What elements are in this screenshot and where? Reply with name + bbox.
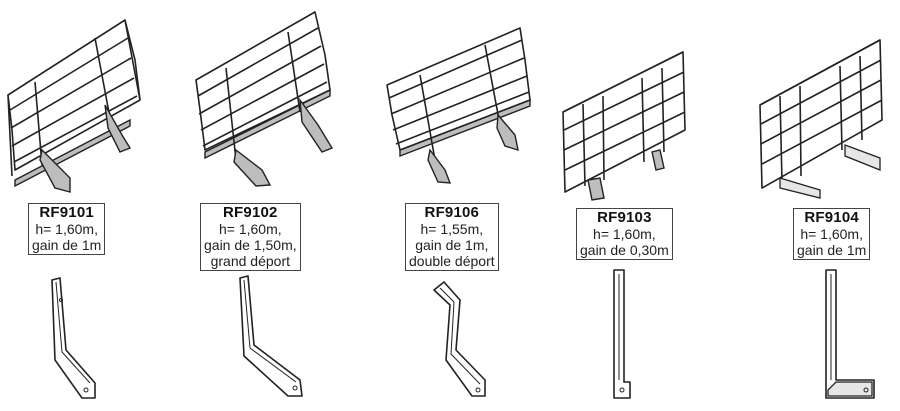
product-spec-line: h= 1,60m, [800,226,863,242]
product-spec-line: h= 1,55m, [420,221,484,237]
product-spec-line: double déport [409,253,495,269]
product-spec-line: gain de 0,30m [580,242,669,258]
bracket-rf9104 [825,269,875,399]
label-rf9102: RF9102 h= 1,60m, gain de 1,50m, grand dé… [200,203,301,271]
product-code: RF9103 [597,209,652,226]
bracket-rf9101 [51,277,96,399]
grille-rf9104 [759,39,883,199]
grille-rf9102 [195,11,334,187]
product-spec-line: h= 1,60m, [218,221,282,237]
bracket-rf9106 [433,281,486,397]
grille-rf9106 [386,27,531,184]
label-rf9101: RF9101 h= 1,60m, gain de 1m [28,203,106,255]
label-rf9103: RF9103 h= 1,60m, gain de 0,30m [576,208,673,260]
product-spec-line: gain de 1m, [415,237,489,253]
product-spec-line: gain de 1m [797,242,867,258]
product-code: RF9102 [223,204,278,221]
product-spec-line: grand déport [210,253,291,269]
label-rf9104: RF9104 h= 1,60m, gain de 1m [793,208,871,260]
bracket-rf9103 [613,269,631,399]
product-code: RF9101 [39,204,94,221]
bracket-rf9102 [239,275,303,397]
product-spec-line: h= 1,60m, [593,226,656,242]
product-spec-line: gain de 1,50m, [204,237,297,253]
product-spec-line: gain de 1m [32,237,102,253]
product-spec-line: h= 1,60m, [35,221,98,237]
product-code: RF9104 [804,209,859,226]
label-rf9106: RF9106 h= 1,55m, gain de 1m, double dépo… [405,203,499,271]
grille-rf9103 [562,51,686,201]
grille-rf9101 [7,19,141,193]
product-code: RF9106 [424,204,480,221]
